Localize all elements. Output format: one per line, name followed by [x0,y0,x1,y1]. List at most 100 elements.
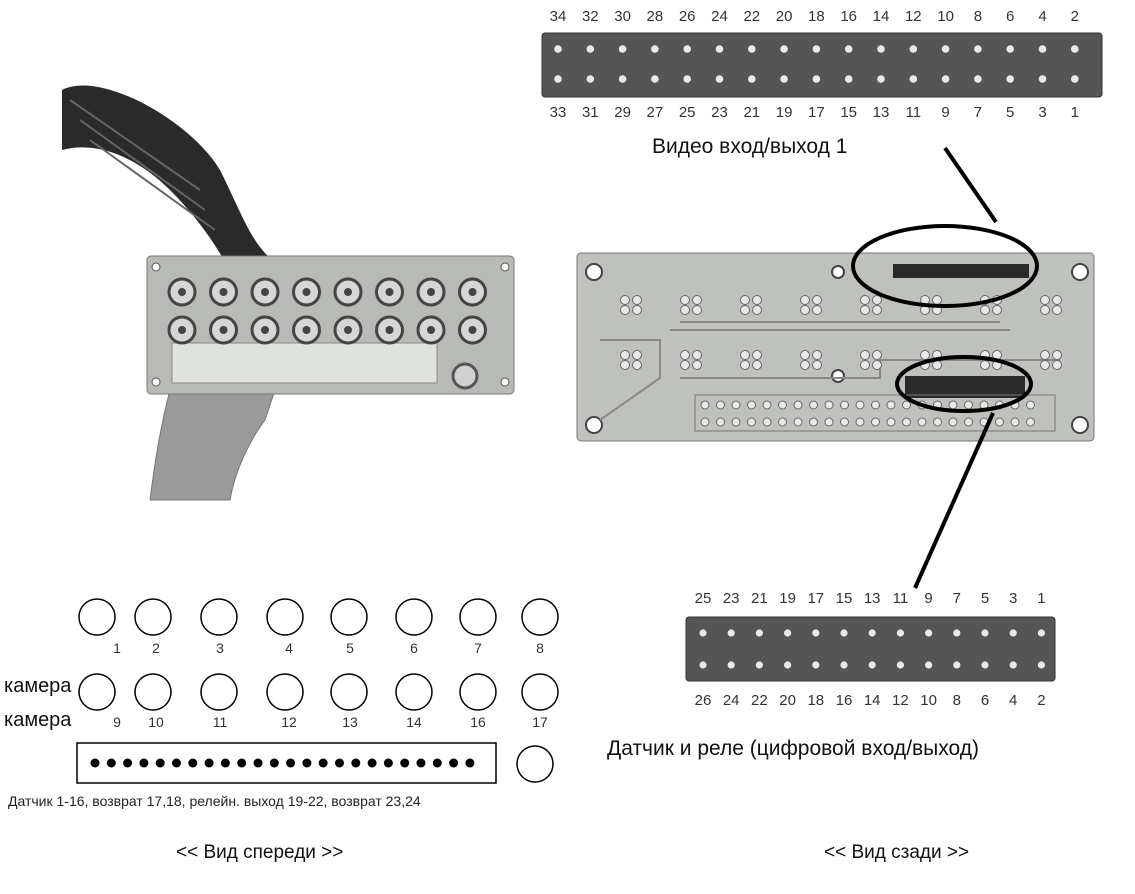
pcb-pad [1041,351,1050,360]
pin-number: 5 [1006,104,1014,121]
pcb-pad [621,306,630,315]
pin-number: 5 [981,590,989,607]
pcb-pad [873,351,882,360]
header-pin [953,661,960,668]
pin-number: 13 [873,104,890,121]
camera-bnc-circle [460,599,496,635]
pcb-pad [801,361,810,370]
camera-number: 7 [474,640,482,656]
pin-number: 17 [808,104,825,121]
camera-bnc-circle [331,599,367,635]
header-pin [813,45,821,53]
header-pin [1038,629,1045,636]
pin-number: 10 [937,8,954,25]
header-pin [784,629,791,636]
header-pin [780,75,788,83]
header-pin [1006,45,1014,53]
pcb-pad [921,351,930,360]
sensor-header-label: Датчик и реле (цифровой вход/выход) [607,737,979,761]
header-pin [716,45,724,53]
pin-number: 4 [1038,8,1046,25]
camera-bnc-circle [522,674,558,710]
header-pin [728,661,735,668]
pin-number: 16 [836,692,853,709]
camera-bnc-circle [396,674,432,710]
pcb-pad [681,351,690,360]
pin-number: 29 [614,104,631,121]
video-header-connector [542,33,1102,97]
pcb-pad [801,296,810,305]
header-pin [756,629,763,636]
pcb-pad [681,306,690,315]
pin-number: 19 [776,104,793,121]
header-pin [587,75,595,83]
pcb-pad [753,306,762,315]
pin-number: 26 [695,692,712,709]
back-view-caption: << Вид сзади >> [824,842,969,864]
pin-number: 22 [743,8,760,25]
terminal-pin [107,759,116,768]
header-pin [877,45,885,53]
pin-number: 23 [723,590,740,607]
camera-number: 11 [213,714,228,730]
pcb-pad [741,306,750,315]
pin-number: 4 [1009,692,1017,709]
header-pin [1010,661,1017,668]
pin-number: 15 [840,104,857,121]
video-header-label: Видео вход/выход 1 [652,135,847,159]
header-pin [699,629,706,636]
camera-bnc-circle [135,599,171,635]
terminal-pin [319,759,328,768]
header-pin [1038,661,1045,668]
terminal-pin [384,759,393,768]
terminal-pin [286,759,295,768]
pcb-pad [741,351,750,360]
camera-number: 12 [281,714,297,730]
pin-number: 11 [906,104,922,121]
camera-number: 2 [152,640,160,656]
header-pin [554,45,562,53]
terminal-pin [351,759,360,768]
header-pin [587,45,595,53]
terminal-pin [139,759,148,768]
camera-number: 8 [536,640,544,656]
pin-number: 24 [723,692,740,709]
pcb-pad [1041,361,1050,370]
header-pin [1071,75,1079,83]
pin-number: 19 [779,590,796,607]
camera-bnc-circle [201,599,237,635]
header-pin [651,75,659,83]
header-pin [942,75,950,83]
pcb-pad [1053,306,1062,315]
terminal-note: Датчик 1-16, возврат 17,18, релейн. выхо… [8,793,421,809]
pin-number: 32 [582,8,599,25]
camera-number: 10 [148,714,164,730]
pin-number: 34 [550,8,567,25]
terminal-pin [172,759,181,768]
header-pin [756,661,763,668]
terminal-pin [205,759,214,768]
pcb-pad [753,361,762,370]
header-pin [840,629,847,636]
pcb-pad [933,296,942,305]
pin-number: 11 [893,590,909,607]
terminal-pin [417,759,426,768]
pin-number: 20 [779,692,796,709]
pin-number: 13 [864,590,881,607]
pcb-pad [633,351,642,360]
terminal-pin [433,759,442,768]
camera-number: 14 [406,714,422,730]
pcb-pad [861,361,870,370]
pcb-pad [861,306,870,315]
header-pin [728,629,735,636]
front-board-photo [62,85,514,500]
header-pin [554,75,562,83]
terminal-pin [221,759,230,768]
header-pin [845,45,853,53]
header-pin [813,75,821,83]
terminal-pin [400,759,409,768]
header-pin [683,75,691,83]
terminal-pin [237,759,246,768]
front-panel-schematic [77,599,558,783]
pcb-pad [933,361,942,370]
